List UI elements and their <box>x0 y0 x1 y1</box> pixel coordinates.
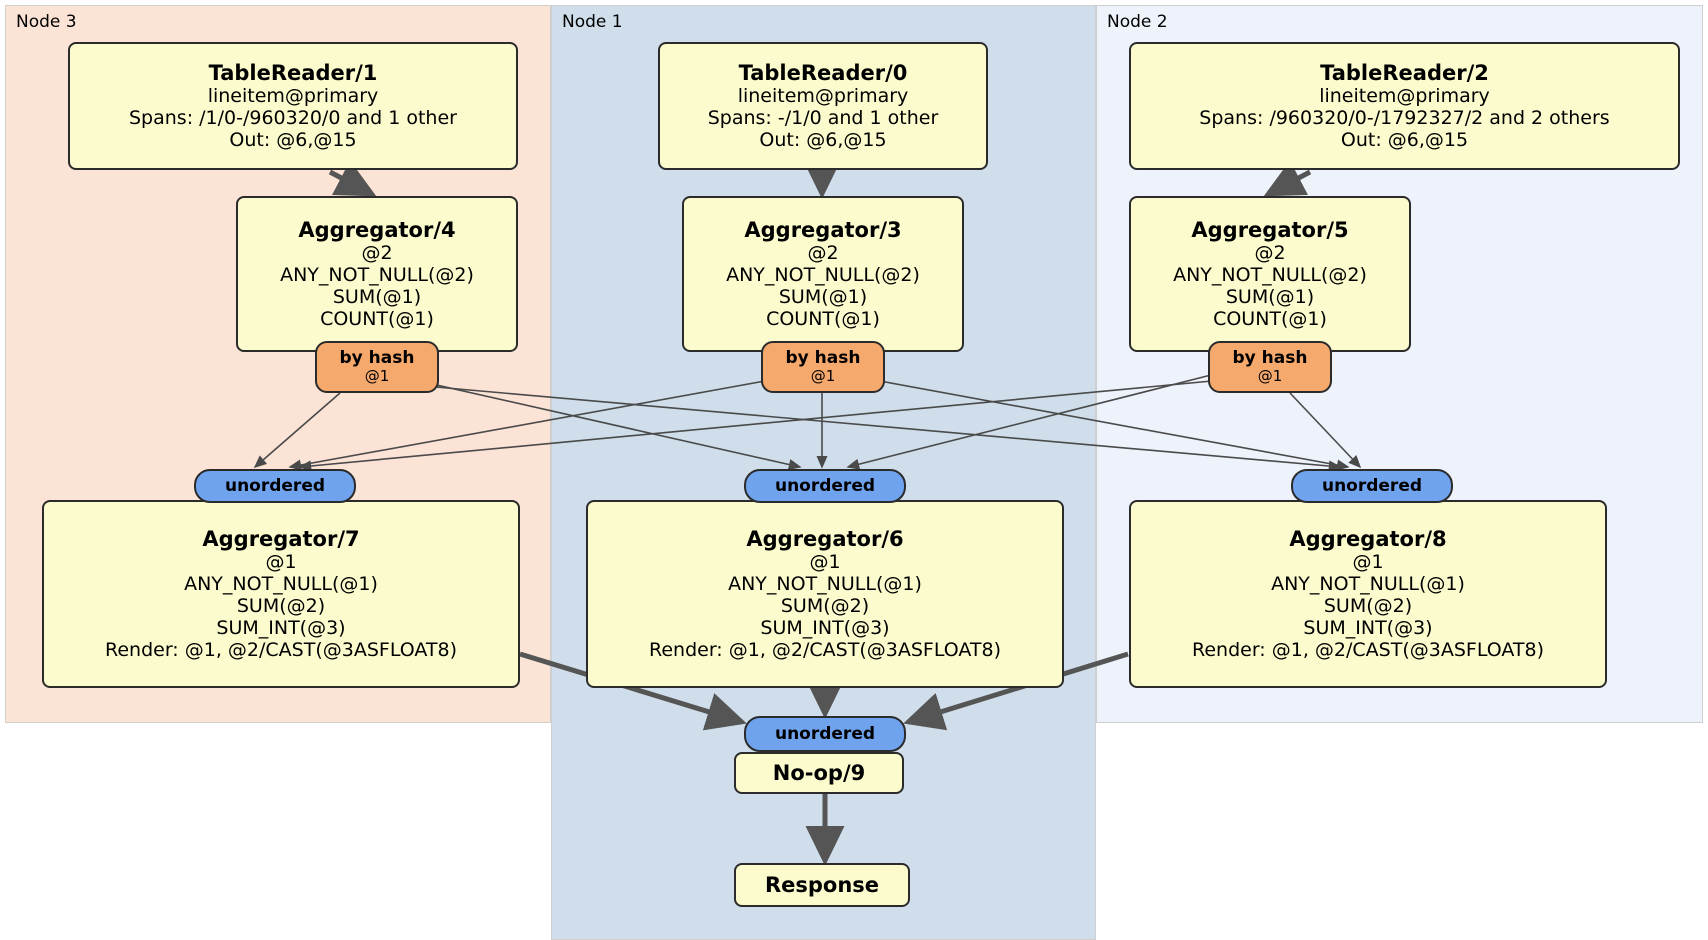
aggregator-7-line: Render: @1, @2/CAST(@3ASFLOAT8) <box>105 639 457 662</box>
aggregator-6-line: SUM_INT(@3) <box>760 617 890 640</box>
router-by-hash-5-sublabel: @1 <box>1257 367 1283 386</box>
table-reader-1-line: Spans: /1/0-/960320/0 and 1 other <box>129 107 457 130</box>
router-by-hash-5-label: by hash <box>1232 348 1308 369</box>
aggregator-4-line: SUM(@1) <box>332 286 422 309</box>
table-reader-1-line: lineitem@primary <box>207 85 379 108</box>
table-reader-0-line: Spans: -/1/0 and 1 other <box>707 107 939 130</box>
table-reader-0-line: Out: @6,@15 <box>759 129 887 152</box>
aggregator-5-line: ANY_NOT_NULL(@2) <box>1173 264 1367 287</box>
aggregator-4-line: @2 <box>361 242 393 265</box>
aggregator-8-line: SUM_INT(@3) <box>1303 617 1433 640</box>
aggregator-6-line: ANY_NOT_NULL(@1) <box>728 573 922 596</box>
table-reader-1-line: Out: @6,@15 <box>229 129 357 152</box>
router-by-hash-4-label: by hash <box>339 348 415 369</box>
node-panel-label: Node 3 <box>16 12 77 32</box>
table-reader-1-title: TableReader/1 <box>208 60 378 85</box>
router-by-hash-3[interactable]: by hash@1 <box>761 341 885 393</box>
aggregator-8-title: Aggregator/8 <box>1289 526 1447 551</box>
aggregator-7-line: SUM(@2) <box>236 595 326 618</box>
router-unordered-center-label: unordered <box>774 475 876 496</box>
aggregator-5-line: SUM(@1) <box>1225 286 1315 309</box>
aggregator-6-line: SUM(@2) <box>780 595 870 618</box>
router-by-hash-4-sublabel: @1 <box>364 367 390 386</box>
router-unordered-final-label: unordered <box>774 723 876 744</box>
aggregator-4-title: Aggregator/4 <box>298 217 456 242</box>
table-reader-0-title: TableReader/0 <box>738 60 908 85</box>
aggregator-4-line: COUNT(@1) <box>320 308 434 331</box>
no-op-9-title: No-op/9 <box>772 760 866 785</box>
aggregator-3-line: @2 <box>807 242 839 265</box>
router-unordered-final[interactable]: unordered <box>744 716 906 752</box>
router-unordered-left-label: unordered <box>224 475 326 496</box>
router-unordered-left[interactable]: unordered <box>194 469 356 503</box>
router-unordered-right-label: unordered <box>1321 475 1423 496</box>
aggregator-3-line: COUNT(@1) <box>766 308 880 331</box>
no-op-9[interactable]: No-op/9 <box>734 752 904 794</box>
aggregator-5-line: COUNT(@1) <box>1213 308 1327 331</box>
aggregator-7-line: SUM_INT(@3) <box>216 617 346 640</box>
router-by-hash-3-label: by hash <box>785 348 861 369</box>
aggregator-7-title: Aggregator/7 <box>202 526 360 551</box>
table-reader-2-title: TableReader/2 <box>1320 60 1489 85</box>
aggregator-8-line: ANY_NOT_NULL(@1) <box>1271 573 1465 596</box>
table-reader-0-line: lineitem@primary <box>737 85 909 108</box>
node-panel-label: Node 1 <box>562 12 623 32</box>
aggregator-3-line: SUM(@1) <box>778 286 868 309</box>
aggregator-7-line: @1 <box>265 551 297 574</box>
table-reader-2-line: Spans: /960320/0-/1792327/2 and 2 others <box>1199 107 1610 130</box>
router-by-hash-5[interactable]: by hash@1 <box>1208 341 1332 393</box>
response-title: Response <box>764 872 880 897</box>
aggregator-8-line: @1 <box>1352 551 1384 574</box>
aggregator-6-line: Render: @1, @2/CAST(@3ASFLOAT8) <box>649 639 1001 662</box>
router-by-hash-4[interactable]: by hash@1 <box>315 341 439 393</box>
aggregator-4-line: ANY_NOT_NULL(@2) <box>280 264 474 287</box>
table-reader-2-line: lineitem@primary <box>1319 85 1490 108</box>
aggregator-6-line: @1 <box>809 551 841 574</box>
table-reader-2-line: Out: @6,@15 <box>1340 129 1469 152</box>
aggregator-3-line: ANY_NOT_NULL(@2) <box>726 264 920 287</box>
aggregator-7-line: ANY_NOT_NULL(@1) <box>184 573 378 596</box>
aggregator-5-line: @2 <box>1254 242 1286 265</box>
aggregator-3-title: Aggregator/3 <box>744 217 902 242</box>
response[interactable]: Response <box>734 863 910 907</box>
aggregator-8-line: SUM(@2) <box>1323 595 1413 618</box>
aggregator-6-title: Aggregator/6 <box>746 526 904 551</box>
aggregator-8-line: Render: @1, @2/CAST(@3ASFLOAT8) <box>1192 639 1544 662</box>
aggregator-5-title: Aggregator/5 <box>1191 217 1349 242</box>
router-unordered-center[interactable]: unordered <box>744 469 906 503</box>
node-panel-label: Node 2 <box>1107 12 1168 32</box>
router-by-hash-3-sublabel: @1 <box>810 367 836 386</box>
router-unordered-right[interactable]: unordered <box>1291 469 1453 503</box>
